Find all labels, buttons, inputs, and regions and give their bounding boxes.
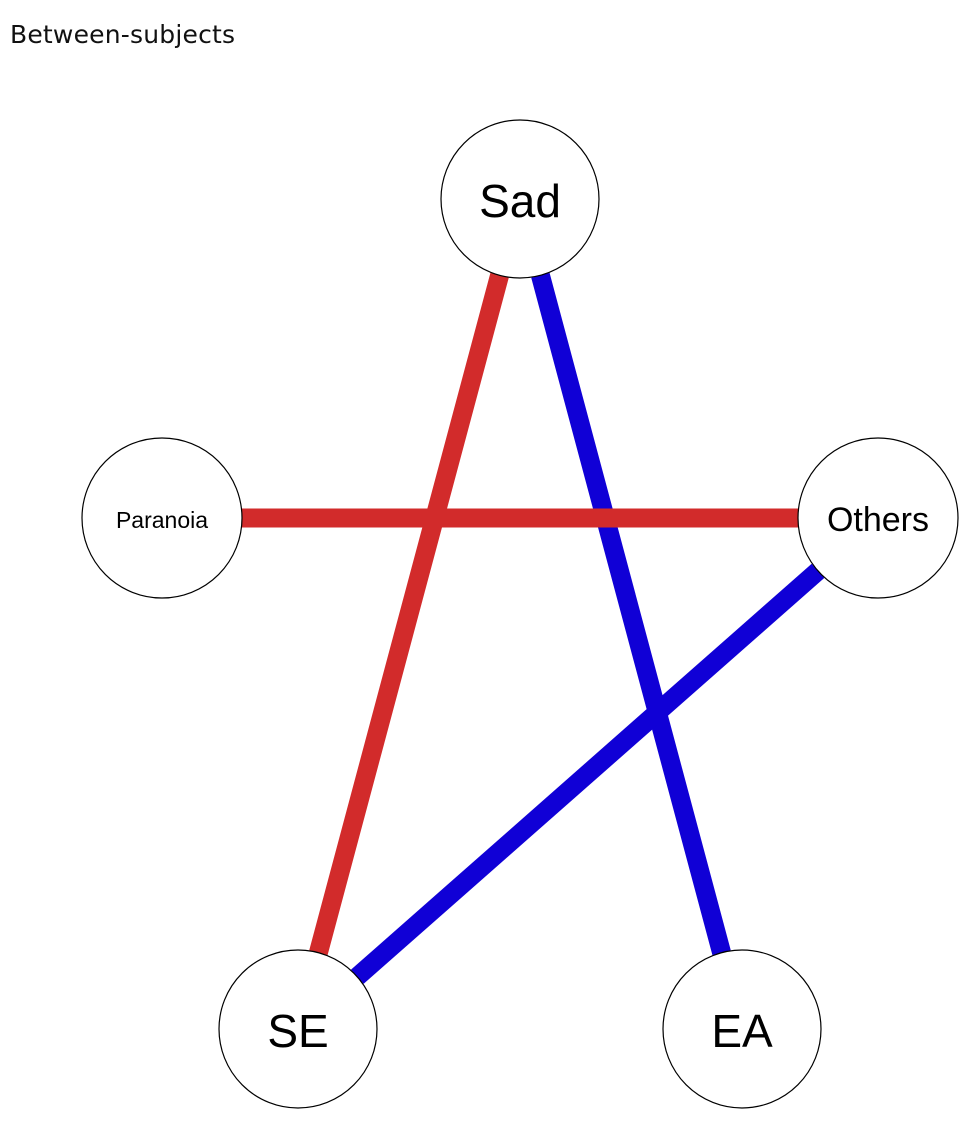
- node-circle-others: [797, 437, 959, 599]
- node-circle-sad: [440, 119, 600, 279]
- node-sad: Sad: [440, 119, 600, 279]
- node-label-se: SE: [267, 1005, 328, 1057]
- edge-sad-se: [309, 272, 509, 956]
- diagram-title: Between-subjects: [10, 20, 236, 49]
- node-circle-ea: [662, 949, 822, 1109]
- edge-sad-ea: [531, 272, 731, 956]
- edges-layer: [242, 272, 825, 984]
- edge-others-se: [350, 563, 825, 984]
- node-se: SE: [218, 949, 378, 1109]
- node-label-others: Others: [827, 501, 929, 539]
- node-label-sad: Sad: [479, 175, 561, 227]
- node-paranoia: Paranoia: [81, 437, 243, 599]
- node-label-ea: EA: [711, 1005, 773, 1057]
- node-ea: EA: [662, 949, 822, 1109]
- node-label-paranoia: Paranoia: [116, 507, 208, 533]
- node-circle-se: [218, 949, 378, 1109]
- node-circle-paranoia: [81, 437, 243, 599]
- node-others: Others: [797, 437, 959, 599]
